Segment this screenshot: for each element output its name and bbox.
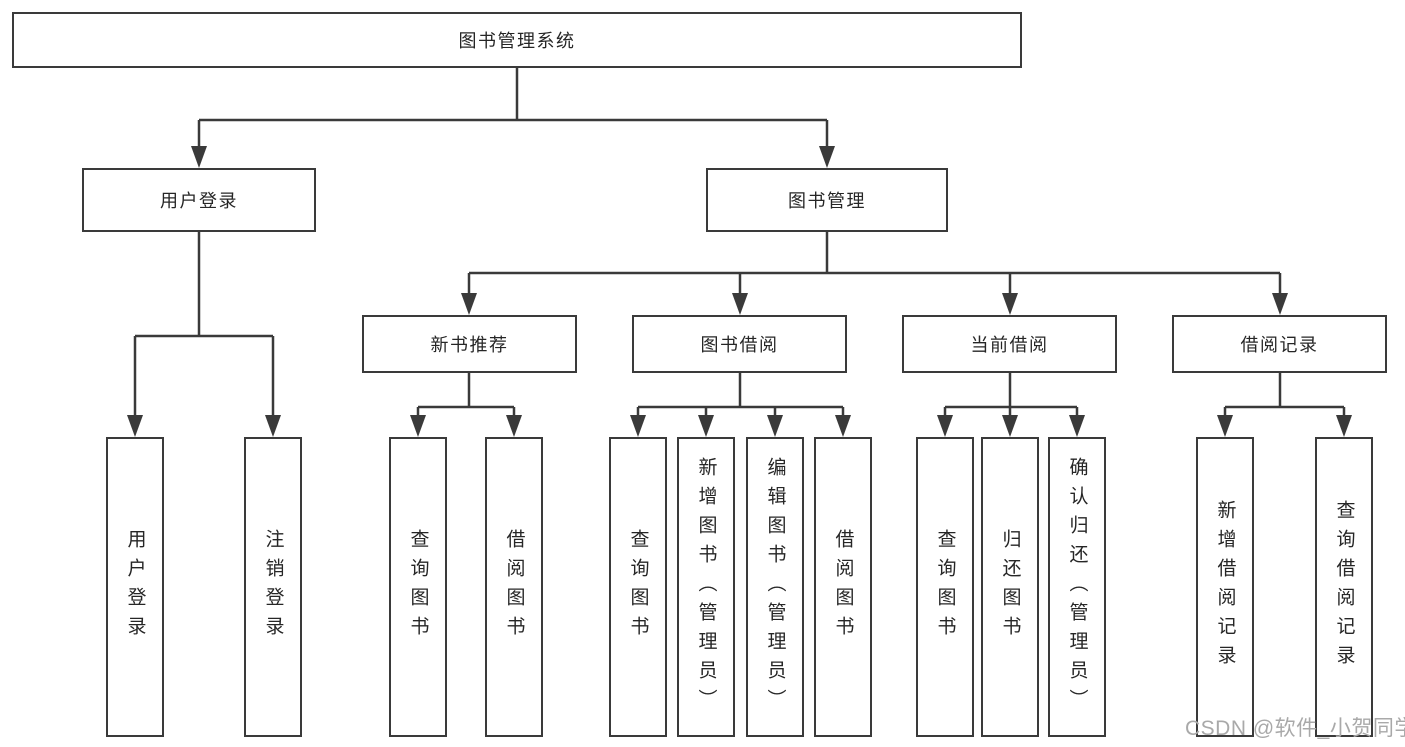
leaf-edit-book-admin: 编辑图书（管理员）	[746, 437, 804, 737]
node-label: 归还图书	[999, 529, 1021, 645]
leaf-add-borrow-record: 新增借阅记录	[1196, 437, 1254, 737]
node-borrowing-records: 借阅记录	[1172, 315, 1387, 373]
node-label: 新增借阅记录	[1214, 500, 1236, 674]
leaf-borrow-books-borrowing: 借阅图书	[814, 437, 872, 737]
node-new-book-recommend: 新书推荐	[362, 315, 577, 373]
node-label: 借阅记录	[1240, 335, 1319, 355]
node-label: 编辑图书（管理员）	[764, 456, 786, 718]
leaf-user-login: 用户登录	[106, 437, 164, 737]
leaf-logout: 注销登录	[244, 437, 302, 737]
node-label: 当前借阅	[970, 335, 1049, 355]
node-label: 查询图书	[627, 529, 649, 645]
node-book-management: 图书管理	[706, 168, 948, 232]
node-book-borrowing: 图书借阅	[632, 315, 847, 373]
csdn-watermark: CSDN @软件_小贺同学	[1185, 717, 1405, 740]
node-label: 查询借阅记录	[1333, 500, 1355, 674]
node-label: 借阅图书	[832, 529, 854, 645]
node-library-system: 图书管理系统	[12, 12, 1022, 68]
node-label: 图书管理	[788, 191, 866, 211]
leaf-query-books-recommend: 查询图书	[389, 437, 447, 737]
node-label: 图书管理系统	[458, 31, 576, 51]
leaf-borrow-books-recommend: 借阅图书	[485, 437, 543, 737]
node-label: 用户登录	[160, 191, 238, 211]
node-label: 查询图书	[407, 529, 429, 645]
node-label: 用户登录	[124, 529, 146, 645]
leaf-confirm-return-admin: 确认归还（管理员）	[1048, 437, 1106, 737]
leaf-query-books-current: 查询图书	[916, 437, 974, 737]
leaf-query-books-borrowing: 查询图书	[609, 437, 667, 737]
node-current-borrowing: 当前借阅	[902, 315, 1117, 373]
node-user-login-group: 用户登录	[82, 168, 316, 232]
node-label: 图书借阅	[700, 335, 779, 355]
leaf-add-book-admin: 新增图书（管理员）	[677, 437, 735, 737]
leaf-return-books: 归还图书	[981, 437, 1039, 737]
node-label: 新书推荐	[430, 335, 509, 355]
node-label: 确认归还（管理员）	[1066, 456, 1088, 718]
node-label: 新增图书（管理员）	[695, 456, 717, 718]
node-label: 查询图书	[934, 529, 956, 645]
node-label: 借阅图书	[503, 529, 525, 645]
node-label: 注销登录	[262, 529, 284, 645]
leaf-query-borrow-record: 查询借阅记录	[1315, 437, 1373, 737]
